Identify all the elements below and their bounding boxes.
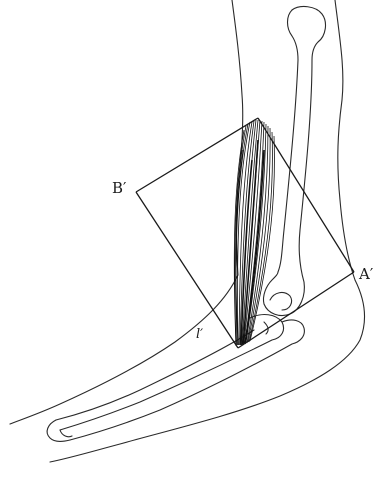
forearm-outline	[10, 275, 365, 462]
label-point-l: l′	[196, 327, 203, 342]
line-b-to-insertion	[136, 192, 238, 348]
label-point-b: B′	[112, 179, 127, 197]
biceps-muscle	[234, 120, 274, 346]
forearm-bones	[47, 315, 304, 442]
label-point-a: A′	[358, 265, 374, 283]
